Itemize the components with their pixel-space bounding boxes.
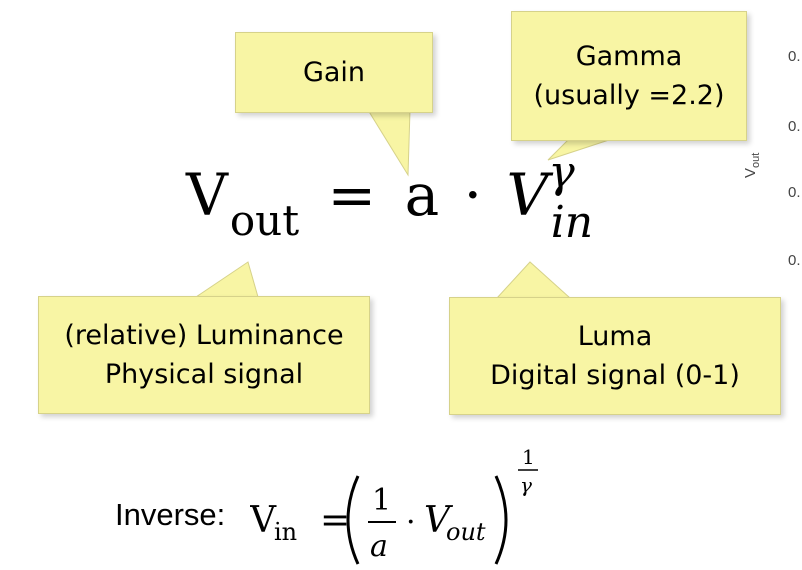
- lhs-subscript: out: [229, 196, 300, 245]
- luminance-callout: (relative) Luminance Physical signal: [38, 296, 370, 414]
- gain-callout: Gain: [235, 32, 433, 113]
- gamma-equation: Vout = a · Vγin: [186, 151, 593, 245]
- fraction-denominator: a: [370, 529, 388, 564]
- gamma-callout-note: (usually =2.2): [533, 80, 725, 111]
- inverse-multiply-dot: ·: [406, 505, 416, 540]
- luma-callout-title: Luma: [577, 320, 653, 352]
- right-paren: [494, 475, 508, 565]
- luma-callout-note: Digital signal (0-1): [490, 360, 740, 391]
- inverse-rhs-variable: V: [424, 500, 454, 541]
- tick-label: 0.: [788, 252, 801, 269]
- left-paren: [346, 475, 360, 565]
- lhs-variable: V: [186, 161, 228, 229]
- tick-label: 0.: [788, 184, 801, 201]
- inverse-rhs-subscript: out: [446, 518, 486, 546]
- equals-sign: =: [327, 161, 377, 229]
- gain-callout-text: Gain: [302, 56, 366, 88]
- luma-callout: Luma Digital signal (0-1): [449, 297, 781, 415]
- gamma-callout-title: Gamma: [575, 40, 683, 72]
- inverse-lhs-subscript: in: [274, 518, 297, 546]
- gain-symbol: a: [404, 161, 440, 229]
- background-plot-fragment: 0. 0. 0. 0. Vout: [740, 0, 802, 290]
- fraction-numerator: 1: [372, 483, 391, 518]
- inverse-lhs-variable: V: [250, 500, 277, 541]
- inverse-label: Inverse:: [115, 497, 226, 532]
- gamma-callout: Gamma (usually =2.2): [511, 11, 747, 141]
- exponent-numerator: 1: [522, 445, 535, 469]
- multiply-dot: ·: [463, 161, 483, 229]
- tick-label: 0.: [788, 118, 801, 135]
- luminance-callout-title: (relative) Luminance: [64, 319, 344, 351]
- inverse-equation: V in = 1 a · V out 1 γ: [250, 445, 538, 565]
- rhs-variable: V: [506, 161, 549, 229]
- inverse-equals-sign: =: [320, 500, 350, 541]
- exponent-denominator: γ: [520, 473, 532, 497]
- tick-label: 0.: [788, 48, 801, 65]
- rhs-subscript: in: [550, 197, 594, 248]
- luminance-callout-note: Physical signal: [104, 359, 304, 390]
